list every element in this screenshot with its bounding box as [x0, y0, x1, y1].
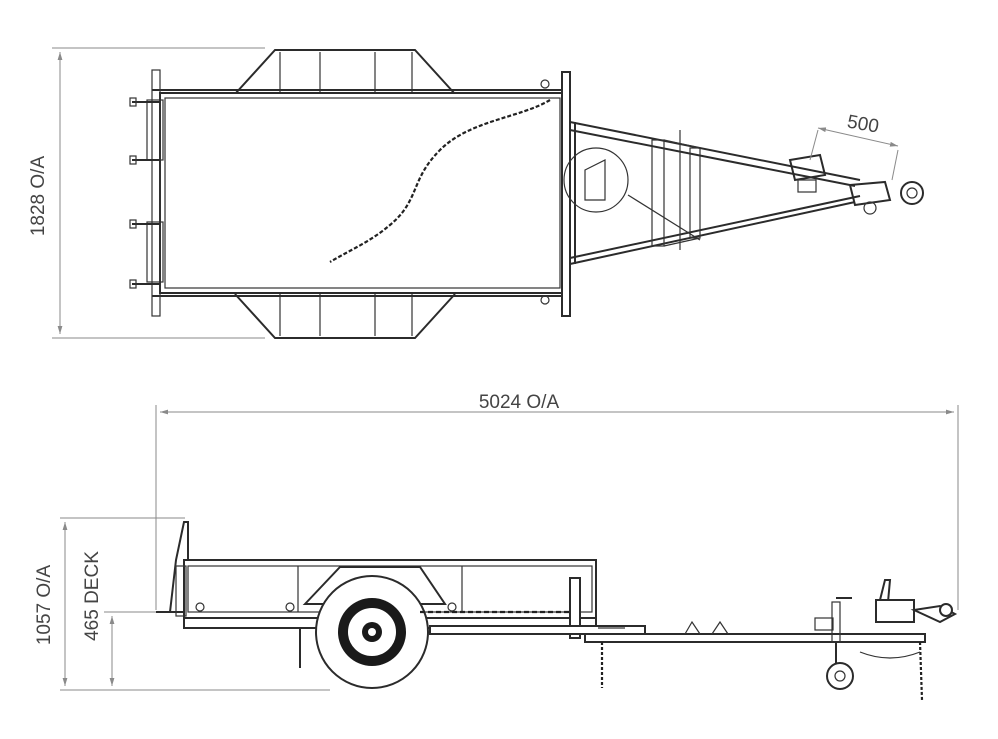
front-rail — [561, 71, 571, 317]
coupling-side — [859, 579, 958, 701]
width-label: 1828 O/A — [28, 156, 49, 237]
wheel — [315, 575, 429, 689]
drawbar-top — [563, 121, 924, 265]
length-dimension: 5024 O/A — [155, 392, 959, 610]
fender-top — [234, 49, 456, 95]
drawbar-side — [429, 577, 926, 688]
deck-height-label: 465 DECK — [82, 551, 103, 641]
height-dimension: 1057 O/A — [34, 517, 330, 691]
rear-latches — [129, 69, 164, 317]
jockey-wheel — [814, 597, 854, 690]
fender-bottom — [234, 293, 456, 339]
top-view: 1828 O/A — [28, 47, 924, 339]
tailgate — [169, 521, 189, 613]
length-label: 5024 O/A — [479, 392, 560, 413]
drawbar-dimension-label: 500 — [846, 111, 881, 137]
height-label: 1057 O/A — [34, 565, 55, 646]
chain — [329, 99, 551, 263]
deck-height-dimension: 465 DECK — [82, 551, 165, 686]
width-dimension: 1828 O/A — [28, 47, 265, 339]
deck — [152, 79, 570, 305]
side-view: 5024 O/A 1057 O/A 465 DECK — [34, 392, 959, 701]
